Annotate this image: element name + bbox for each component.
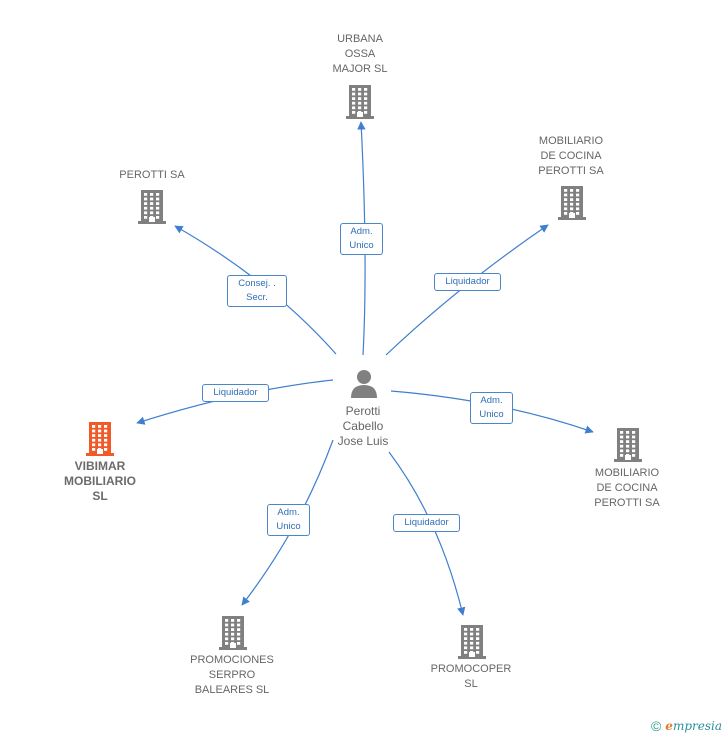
building-icon (614, 428, 642, 462)
node-urbana[interactable]: URBANA OSSA MAJOR SL (310, 32, 410, 122)
edge-label-urbana[interactable]: Adm. Unico (340, 223, 383, 255)
building-icon (558, 186, 586, 220)
building-icon (346, 85, 374, 119)
copyright-symbol: © (650, 718, 662, 734)
node-mob-right[interactable]: MOBILIARIO DE COCINA PEROTTI SA (571, 426, 683, 516)
edge-label-vibimar[interactable]: Liquidador (202, 384, 269, 402)
building-icon (138, 190, 166, 224)
edge-label-mob-top[interactable]: Liquidador (434, 273, 501, 291)
node-label: VIBIMAR MOBILIARIO SL (64, 459, 136, 503)
edge-promocoper (388, 451, 466, 616)
node-mob-top[interactable]: MOBILIARIO DE COCINA PEROTTI SA (515, 134, 627, 224)
building-icon (86, 422, 114, 456)
node-label: PROMOCIONES SERPRO BALEARES SL (190, 654, 274, 696)
edge-label-promocoper[interactable]: Liquidador (393, 514, 460, 532)
node-label: URBANA OSSA MAJOR SL (332, 33, 388, 75)
node-label: PEROTTI SA (119, 169, 185, 181)
edge-label-promociones[interactable]: Adm. Unico (267, 504, 310, 536)
node-promocoper[interactable]: PROMOCOPER SL (415, 623, 527, 693)
edge-label-mob-right[interactable]: Adm. Unico (470, 392, 513, 424)
node-vibimar[interactable]: VIBIMAR MOBILIARIO SL (48, 418, 152, 508)
node-label: MOBILIARIO DE COCINA PEROTTI SA (594, 467, 660, 509)
edge-label-perotti-sa[interactable]: Consej. . Secr. (227, 275, 287, 307)
node-label: PROMOCOPER SL (430, 663, 512, 690)
node-promociones[interactable]: PROMOCIONES SERPRO BALEARES SL (176, 614, 288, 704)
node-label: MOBILIARIO DE COCINA PEROTTI SA (538, 135, 604, 177)
person-name[interactable]: Perotti Cabello Jose Luis (337, 404, 389, 448)
node-perotti-sa[interactable]: PEROTTI SA (100, 168, 204, 228)
building-icon (219, 616, 247, 650)
person-icon[interactable] (349, 368, 379, 398)
brand-footer: © empresia (651, 718, 722, 734)
building-icon (458, 625, 486, 659)
empresia-logo: empresia (665, 719, 722, 733)
